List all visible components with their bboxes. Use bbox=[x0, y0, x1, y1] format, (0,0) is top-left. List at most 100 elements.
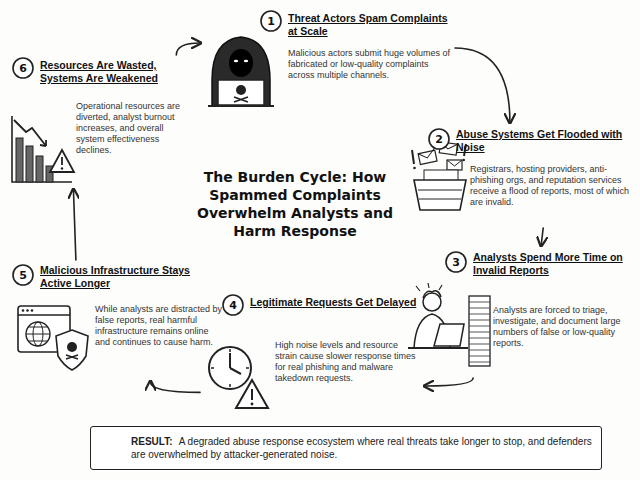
cycle-step: Resources Are Wasted, Systems Are Weaken… bbox=[8, 55, 195, 190]
hair bbox=[423, 291, 441, 298]
laptop-base bbox=[208, 105, 274, 107]
exclamation-dot bbox=[462, 159, 465, 162]
callout-number: 4 bbox=[222, 294, 244, 316]
clock-ticks bbox=[211, 349, 249, 387]
warning-triangle bbox=[236, 380, 268, 408]
result-paragraph: RESULT: A degraded abuse response ecosys… bbox=[131, 435, 593, 461]
crossbones bbox=[66, 355, 78, 359]
step-heading: Abuse Systems Get Flooded with Noise bbox=[456, 128, 626, 154]
paper-edges bbox=[469, 302, 490, 362]
circle-shape bbox=[223, 295, 243, 315]
paper-stack bbox=[469, 296, 490, 366]
result-text-area: RESULT: A degraded abuse response ecosys… bbox=[131, 427, 593, 469]
trend-arrowhead bbox=[40, 140, 46, 146]
browser-dot bbox=[22, 309, 25, 312]
clock-hands bbox=[230, 353, 241, 374]
step-number-circle: 1 bbox=[260, 10, 282, 32]
shield bbox=[56, 330, 88, 370]
cycle-arrow bbox=[150, 382, 200, 392]
cycle-arrow bbox=[425, 378, 473, 386]
step-description: High noise levels and resource strain ca… bbox=[275, 340, 420, 384]
step-number-circle: 4 bbox=[222, 294, 244, 316]
cycle-arrow bbox=[541, 228, 543, 245]
trend-line bbox=[14, 120, 46, 146]
result-text: A degraded abuse response ecosystem wher… bbox=[131, 436, 592, 460]
skull bbox=[67, 342, 77, 352]
warning-dot bbox=[61, 167, 63, 169]
browser-dot bbox=[31, 309, 34, 312]
envelope-flap bbox=[418, 148, 436, 159]
malicious-site-icon bbox=[18, 306, 88, 370]
head bbox=[423, 293, 441, 311]
warning-dot bbox=[251, 403, 254, 406]
browser-bar bbox=[18, 314, 70, 315]
circle-shape bbox=[13, 58, 33, 78]
callout-number: 6 bbox=[12, 57, 34, 79]
warning-triangle bbox=[50, 150, 74, 172]
cycle-step: Legitimate Requests Get DelayedHigh nois… bbox=[200, 290, 425, 418]
chart-bar bbox=[26, 146, 33, 182]
chart-bar bbox=[36, 156, 43, 182]
warning-mark bbox=[61, 157, 63, 165]
diagram-title: The Burden Cycle: How Spammed Complaints… bbox=[185, 168, 405, 240]
cycle-step: Analysts Spend More Time on Invalid Repo… bbox=[405, 245, 632, 378]
globe-lines bbox=[26, 327, 50, 341]
stress-marks bbox=[416, 283, 442, 291]
laptop bbox=[434, 324, 464, 346]
desk bbox=[408, 347, 468, 349]
circle-shape bbox=[429, 129, 449, 149]
cycle-step: Abuse Systems Get Flooded with NoiseRegi… bbox=[410, 122, 632, 228]
callout-number: 2 bbox=[428, 128, 450, 150]
step-heading: Resources Are Wasted, Systems Are Weaken… bbox=[40, 59, 192, 85]
delay-clock-icon bbox=[209, 347, 268, 408]
browser-dot bbox=[26, 309, 29, 312]
cycle-arrow bbox=[455, 48, 510, 122]
step-heading: Analysts Spend More Time on Invalid Repo… bbox=[473, 251, 628, 277]
step-heading: Legitimate Requests Get Delayed bbox=[250, 296, 420, 309]
step-description: Operational resources are diverted, anal… bbox=[76, 101, 194, 156]
step-description: Analysts are forced to triage, investiga… bbox=[493, 305, 630, 349]
exclamation-dot bbox=[413, 167, 416, 170]
crossbones bbox=[234, 97, 248, 102]
cycle-arrow bbox=[176, 43, 200, 55]
callout-number: 3 bbox=[445, 251, 467, 273]
step-number-circle: 5 bbox=[12, 264, 34, 286]
cycle-step: Malicious Infrastructure Stays Active Lo… bbox=[12, 260, 225, 382]
face bbox=[229, 49, 253, 77]
step-description: Malicious actors submit huge volumes of … bbox=[288, 48, 453, 81]
result-box: RESULT: A degraded abuse response ecosys… bbox=[90, 426, 602, 470]
circle-shape bbox=[13, 265, 33, 285]
step-heading: Threat Actors Spam Complaints at Scale bbox=[288, 12, 453, 38]
skull bbox=[236, 85, 246, 95]
hacker-icon bbox=[208, 37, 274, 106]
laptop bbox=[218, 80, 264, 105]
step-description: Registrars, hosting providers, anti-phis… bbox=[470, 164, 630, 208]
cycle-arrow bbox=[73, 190, 75, 260]
callout-number: 1 bbox=[260, 10, 282, 32]
circle-shape bbox=[446, 252, 466, 272]
step-description: While analysts are distracted by false r… bbox=[95, 304, 223, 348]
step-number-circle: 6 bbox=[12, 57, 34, 79]
eye bbox=[234, 60, 238, 62]
step-number-circle: 3 bbox=[445, 251, 467, 273]
inbox-tray bbox=[414, 180, 466, 210]
declining-chart-icon bbox=[12, 116, 74, 182]
globe bbox=[26, 322, 50, 346]
cycle-step: Threat Actors Spam Complaints at ScaleMa… bbox=[200, 8, 455, 108]
eye bbox=[244, 60, 248, 62]
chart-bar bbox=[16, 138, 23, 182]
clock-face bbox=[209, 347, 251, 389]
envelope-flap bbox=[447, 160, 462, 166]
step-number-circle: 2 bbox=[428, 128, 450, 150]
step-heading: Malicious Infrastructure Stays Active Lo… bbox=[40, 264, 220, 290]
tray-lines bbox=[418, 190, 462, 199]
envelope bbox=[447, 160, 462, 170]
callout-number: 5 bbox=[12, 264, 34, 286]
stressed-analyst-icon bbox=[408, 283, 490, 366]
hood bbox=[212, 37, 270, 106]
result-label: RESULT: bbox=[131, 436, 172, 447]
circle-shape bbox=[261, 11, 281, 31]
warning-mark bbox=[251, 389, 253, 400]
